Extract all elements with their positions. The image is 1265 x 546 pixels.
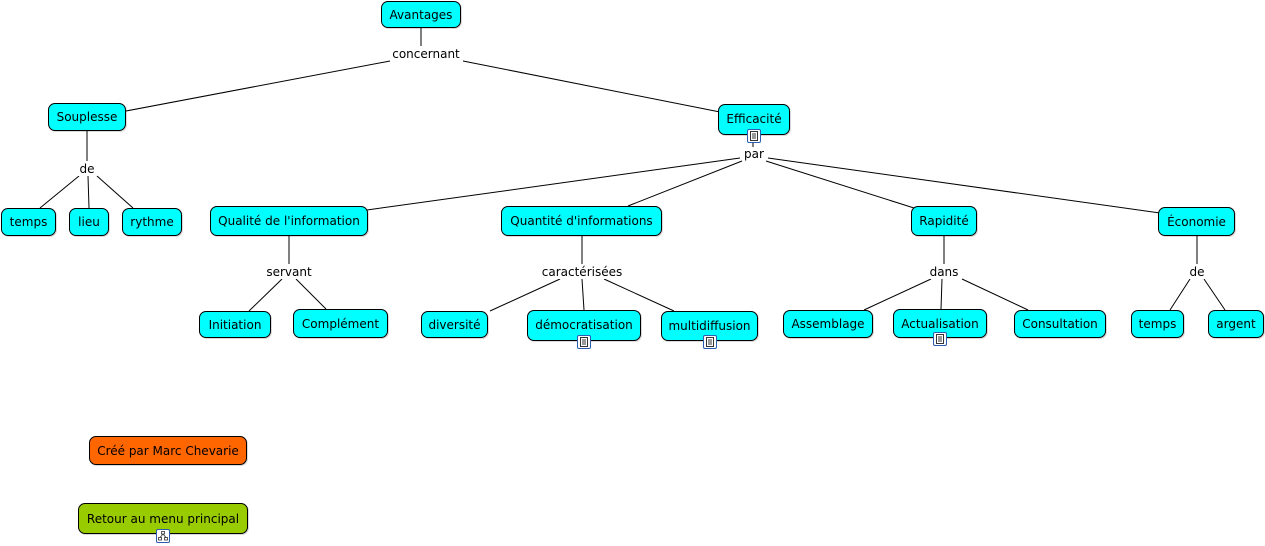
document-icon[interactable] (577, 335, 591, 349)
concept-rapidite[interactable]: Rapidité (911, 206, 977, 236)
link-concernant-efficacite (462, 60, 721, 113)
back-to-main-menu-label: Retour au menu principal (86, 511, 240, 526)
concept-avantages[interactable]: Avantages (381, 1, 461, 28)
link-servant-initiation (248, 278, 283, 312)
link-par-qualite (366, 157, 741, 211)
link-de-argent (1203, 278, 1226, 311)
document-icon[interactable] (747, 129, 761, 143)
concept-quantite-informations[interactable]: Quantité d'informations (501, 206, 662, 236)
link-label-servant: servant (264, 265, 314, 279)
concept-democratisation[interactable]: démocratisation (527, 310, 641, 349)
link-dans-assemblage (863, 278, 932, 311)
concept-label: Avantages (389, 7, 453, 22)
link-label-dans: dans (927, 265, 961, 279)
concept-label: temps (9, 215, 48, 229)
concept-multidiffusion[interactable]: multidiffusion (661, 311, 758, 349)
concept-map-icon[interactable] (156, 529, 170, 543)
back-to-main-menu-button[interactable]: Retour au menu principal (78, 503, 248, 543)
concept-label: rythme (130, 215, 174, 229)
concept-temps[interactable]: temps (1, 208, 56, 236)
link-par-rapidite (765, 160, 915, 209)
concept-label: diversité (428, 317, 481, 332)
concept-label: Quantité d'informations (510, 214, 653, 228)
concept-label: Économie (1167, 214, 1226, 229)
link-caracterisees-multidiffusion (603, 278, 675, 312)
concept-label: argent (1216, 317, 1256, 331)
link-concernant-souplesse (125, 60, 391, 112)
document-icon[interactable] (702, 335, 717, 349)
concept-qualite-information[interactable]: Qualité de l'information (210, 206, 368, 236)
concept-label: Complément (301, 316, 380, 331)
link-de-rythme (96, 175, 134, 209)
concept-actualisation[interactable]: Actualisation (893, 309, 987, 346)
concept-complement[interactable]: Complément (293, 309, 388, 338)
concept-label: Assemblage (791, 317, 865, 331)
concept-temps-economie[interactable]: temps (1131, 310, 1184, 338)
concept-rythme[interactable]: rythme (122, 208, 182, 236)
link-label-par: par (742, 147, 766, 161)
document-icon[interactable] (933, 332, 947, 346)
concept-diversite[interactable]: diversité (421, 311, 488, 338)
link-label-concernant: concernant (390, 47, 462, 61)
credit-label: Créé par Marc Chevarie (97, 443, 239, 458)
concept-assemblage[interactable]: Assemblage (783, 310, 873, 338)
link-de-lieu (87, 175, 90, 209)
link-caracterisees-democratisation (581, 278, 585, 311)
concept-label: Initiation (208, 317, 262, 332)
concept-efficacite[interactable]: Efficacité (718, 104, 790, 143)
link-par-economie (767, 157, 1161, 214)
concept-label: temps (1138, 317, 1177, 331)
link-servant-complement (295, 278, 327, 310)
concept-label: démocratisation (535, 318, 633, 332)
link-label-caracterisees: caractérisées (539, 265, 625, 279)
link-caracterisees-diversite (489, 278, 561, 312)
concept-consultation[interactable]: Consultation (1014, 310, 1106, 338)
concept-label: multidiffusion (668, 319, 751, 333)
link-par-quantite (627, 160, 743, 207)
link-label-de-economie: de (1187, 265, 1207, 279)
concept-label: Efficacité (726, 112, 782, 126)
concept-initiation[interactable]: Initiation (199, 311, 271, 338)
concept-label: Qualité de l'information (218, 214, 360, 228)
concept-argent[interactable]: argent (1208, 310, 1264, 338)
concept-label: Consultation (1022, 317, 1098, 331)
concept-economie[interactable]: Économie (1158, 207, 1235, 236)
link-label-de: de (77, 162, 97, 176)
concept-lieu[interactable]: lieu (69, 208, 109, 236)
link-de-temps2 (1169, 278, 1191, 311)
concept-label: Souplesse (56, 110, 118, 124)
link-dans-actualisation (940, 278, 943, 310)
concept-label: lieu (78, 215, 100, 229)
concept-souplesse[interactable]: Souplesse (48, 103, 126, 131)
link-dans-consultation (961, 278, 1029, 311)
credit-node[interactable]: Créé par Marc Chevarie (89, 436, 247, 465)
link-de-temps (39, 175, 80, 209)
concept-label: Actualisation (901, 317, 979, 331)
concept-label: Rapidité (919, 214, 969, 228)
